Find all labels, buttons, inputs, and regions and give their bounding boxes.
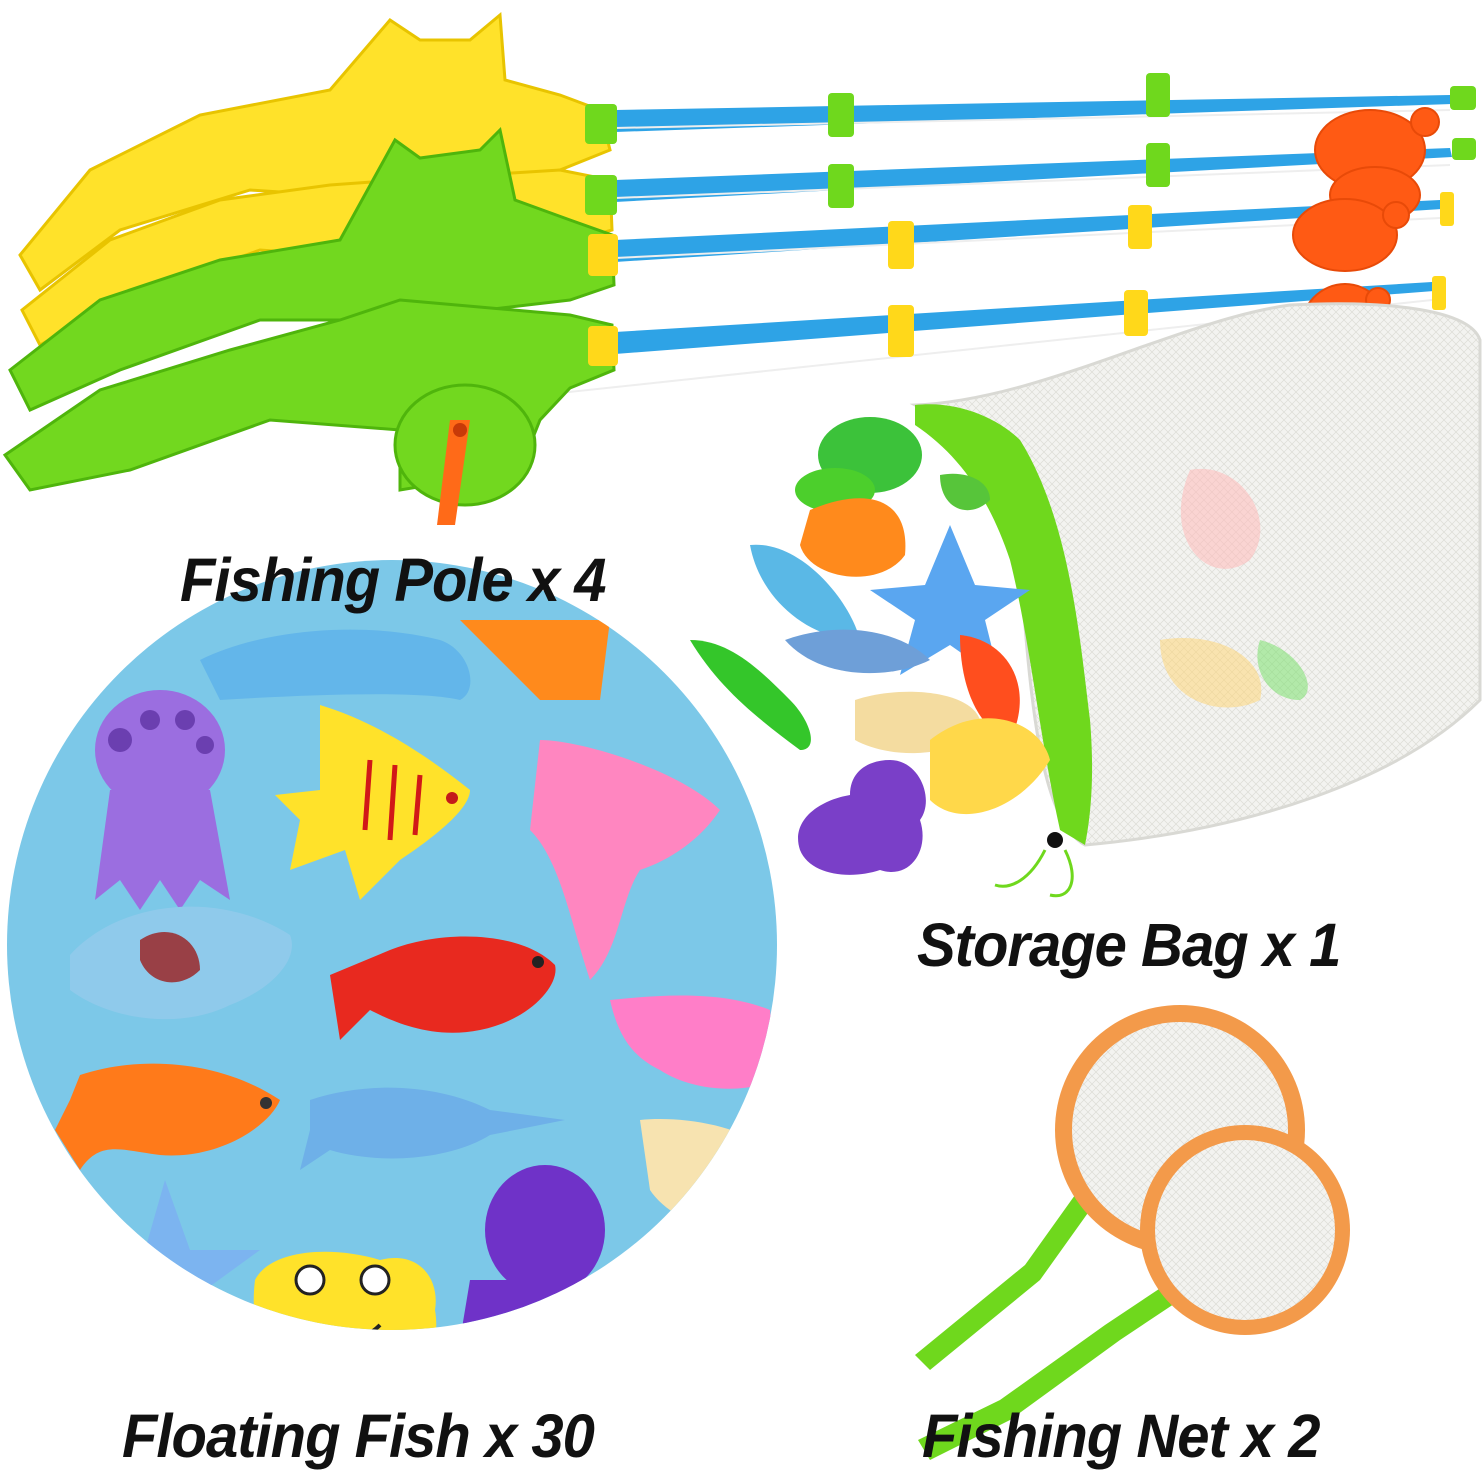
storage-bag-caption: Storage Bag x 1 bbox=[917, 911, 1341, 980]
rod-joints-yellow bbox=[888, 192, 1454, 357]
rod-joints bbox=[828, 73, 1476, 208]
bag-toys bbox=[690, 417, 1050, 875]
fishing-net-front bbox=[918, 1125, 1350, 1460]
floating-fish-circle bbox=[7, 560, 777, 1330]
reel-crank bbox=[437, 420, 470, 525]
pole-end-caps bbox=[585, 104, 617, 215]
pole-end-caps-yellow bbox=[588, 234, 618, 366]
floating-fish-caption: Floating Fish x 30 bbox=[122, 1402, 595, 1471]
storage-bag bbox=[909, 302, 1482, 898]
fishing-nets bbox=[915, 1005, 1350, 1460]
fishing-pole-caption: Fishing Pole x 4 bbox=[180, 546, 607, 615]
fishing-net-caption: Fishing Net x 2 bbox=[922, 1402, 1321, 1471]
pole-rods bbox=[399, 95, 1452, 411]
fishing-poles bbox=[2, 11, 1476, 525]
